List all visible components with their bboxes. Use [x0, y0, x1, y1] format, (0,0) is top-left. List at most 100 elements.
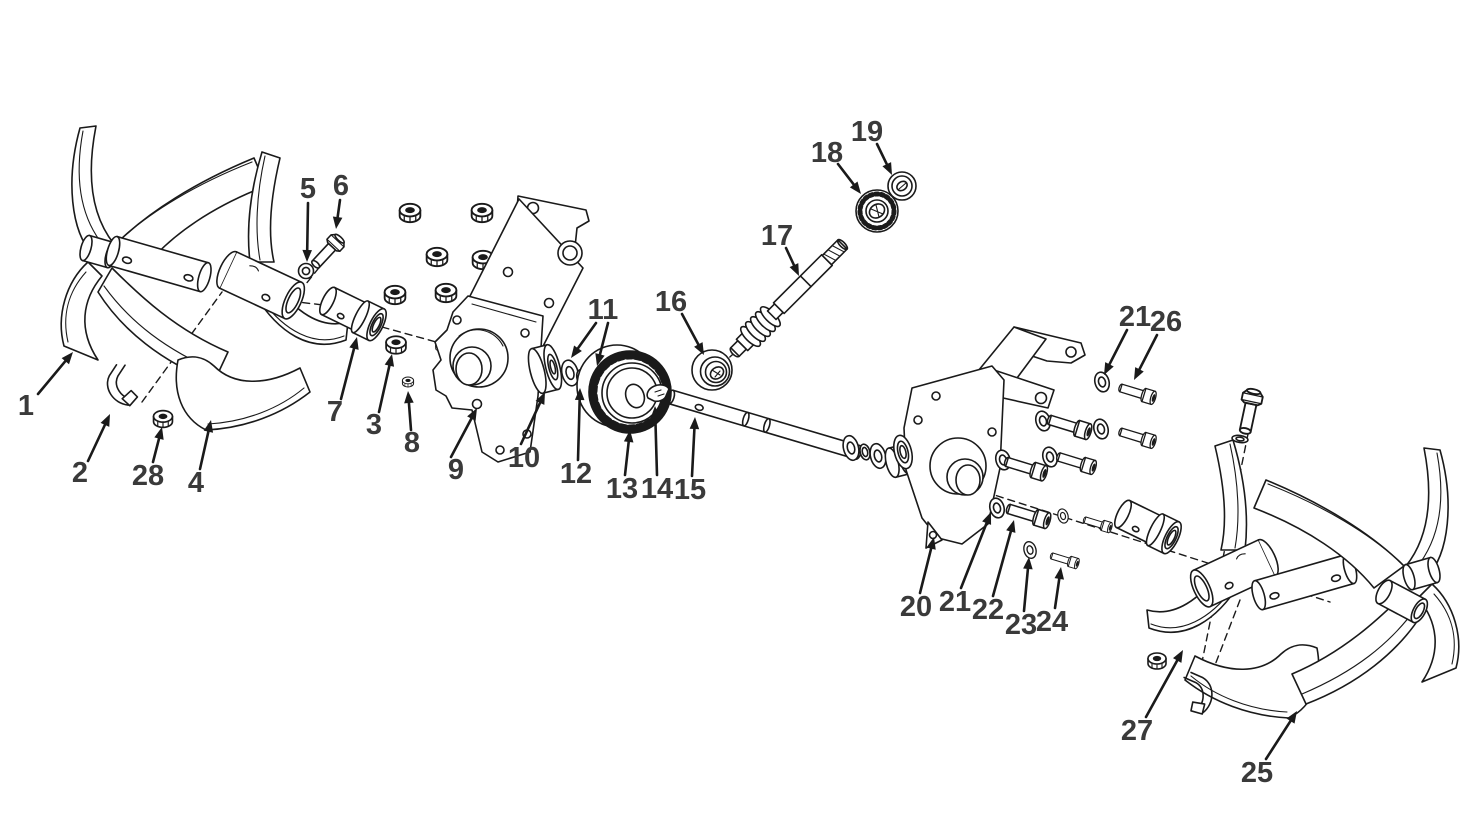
washer-5: [297, 262, 315, 280]
callout-1: 1: [18, 352, 73, 422]
part-number: 1: [18, 390, 34, 422]
arrowhead-icon: [623, 430, 634, 443]
arrowhead-icon: [789, 263, 799, 276]
leader-line: [959, 521, 988, 590]
leader-line: [690, 427, 696, 478]
leader-line: [576, 398, 581, 462]
leader-line: [598, 321, 610, 356]
arrowhead-icon: [1023, 557, 1033, 570]
part-number: 20: [900, 591, 932, 623]
leader-line: [519, 401, 542, 446]
callout-27: 27: [1121, 650, 1183, 747]
leader-line: [86, 423, 107, 463]
part-number: 16: [655, 286, 687, 318]
part-number: 7: [327, 396, 343, 428]
ball-bearing-10: [527, 343, 563, 395]
part-number: 11: [588, 294, 619, 326]
callout-21: 21: [939, 512, 992, 618]
callout-26: 26: [1134, 306, 1182, 380]
callout-6: 6: [332, 170, 349, 229]
part-number: 2: [72, 457, 88, 489]
part-number: 6: [333, 170, 349, 202]
arrowhead-icon: [982, 512, 992, 525]
arrowhead-icon: [154, 427, 164, 440]
arrowhead-icon: [384, 354, 395, 367]
arrowhead-icon: [1134, 367, 1144, 380]
leader-line: [1138, 333, 1159, 371]
arrowhead-icon: [571, 345, 582, 358]
hub-bushing-right: [1109, 495, 1186, 558]
part-number: 22: [972, 594, 1004, 626]
arrowhead-icon: [574, 388, 585, 401]
part-number: 4: [188, 467, 204, 499]
callout-15: 15: [674, 417, 706, 506]
callout-19: 19: [851, 116, 892, 175]
pressed-bearing: [892, 434, 914, 470]
arrowhead-icon: [61, 352, 73, 365]
arrowhead-icon: [535, 392, 545, 405]
part-number: 19: [851, 116, 883, 148]
leader-line: [198, 430, 210, 471]
callout-22: 22: [972, 520, 1016, 626]
hex-bolt-right: [1233, 386, 1265, 437]
callout-18: 18: [811, 137, 861, 194]
part-number: 26: [1150, 306, 1182, 338]
callout-16: 16: [655, 286, 704, 355]
callout-17: 17: [761, 220, 799, 276]
leader-line: [875, 142, 889, 166]
callout-13: 13: [606, 430, 638, 505]
arrowhead-icon: [404, 391, 414, 404]
arrowhead-icon: [1172, 650, 1183, 663]
leader-line: [36, 359, 67, 396]
clip-pin-left: [101, 360, 141, 412]
arrowhead-icon: [1054, 567, 1065, 580]
arrowhead-icon: [1104, 362, 1114, 375]
callout-5: 5: [300, 173, 316, 262]
leader-line: [1264, 719, 1292, 761]
callout-23: 23: [1005, 557, 1037, 641]
part-number: 15: [674, 474, 706, 506]
callout-20: 20: [900, 537, 936, 623]
part-number: 18: [811, 137, 843, 169]
snap-ring: [859, 443, 871, 461]
leader-line: [339, 347, 356, 401]
part-number: 23: [1005, 609, 1037, 641]
callout-7: 7: [327, 337, 359, 428]
callout-4: 4: [188, 420, 214, 499]
leader-line: [377, 364, 391, 414]
leader-line: [1022, 567, 1030, 613]
callout-12: 12: [560, 388, 592, 490]
washer-right: [1231, 434, 1249, 444]
input-bearing-18: [855, 189, 899, 233]
gear-case-plate-left: [432, 195, 590, 463]
leader-line: [680, 312, 700, 346]
callout-2: 2: [72, 414, 110, 489]
arrowhead-icon: [926, 537, 936, 550]
arrowhead-icon: [650, 406, 661, 419]
arrowhead-icon: [349, 337, 359, 350]
leader-line: [654, 416, 659, 477]
part-number: 24: [1036, 606, 1068, 638]
arrowhead-icon: [203, 420, 214, 433]
leader-line: [623, 440, 630, 477]
arrowhead-icon: [100, 414, 110, 427]
part-number: 3: [366, 409, 382, 441]
arrowhead-icon: [1006, 520, 1016, 533]
leader-line: [305, 201, 310, 252]
hub-stub-right: [1375, 579, 1429, 624]
arrowhead-icon: [302, 249, 313, 262]
thrust-washer: [869, 442, 887, 470]
callout-10: 10: [508, 392, 545, 474]
arrowhead-icon: [849, 181, 861, 194]
arrowhead-icon: [467, 408, 477, 421]
part-number: 25: [1241, 757, 1273, 789]
arrowhead-icon: [882, 162, 892, 175]
hex-nut-right: [1147, 652, 1167, 670]
oil-seal-19: [887, 171, 917, 201]
rotor-hub: [216, 250, 306, 320]
callout-25: 25: [1241, 711, 1297, 789]
gear-case-plate-right: [892, 326, 1086, 549]
callout-9: 9: [448, 408, 477, 486]
